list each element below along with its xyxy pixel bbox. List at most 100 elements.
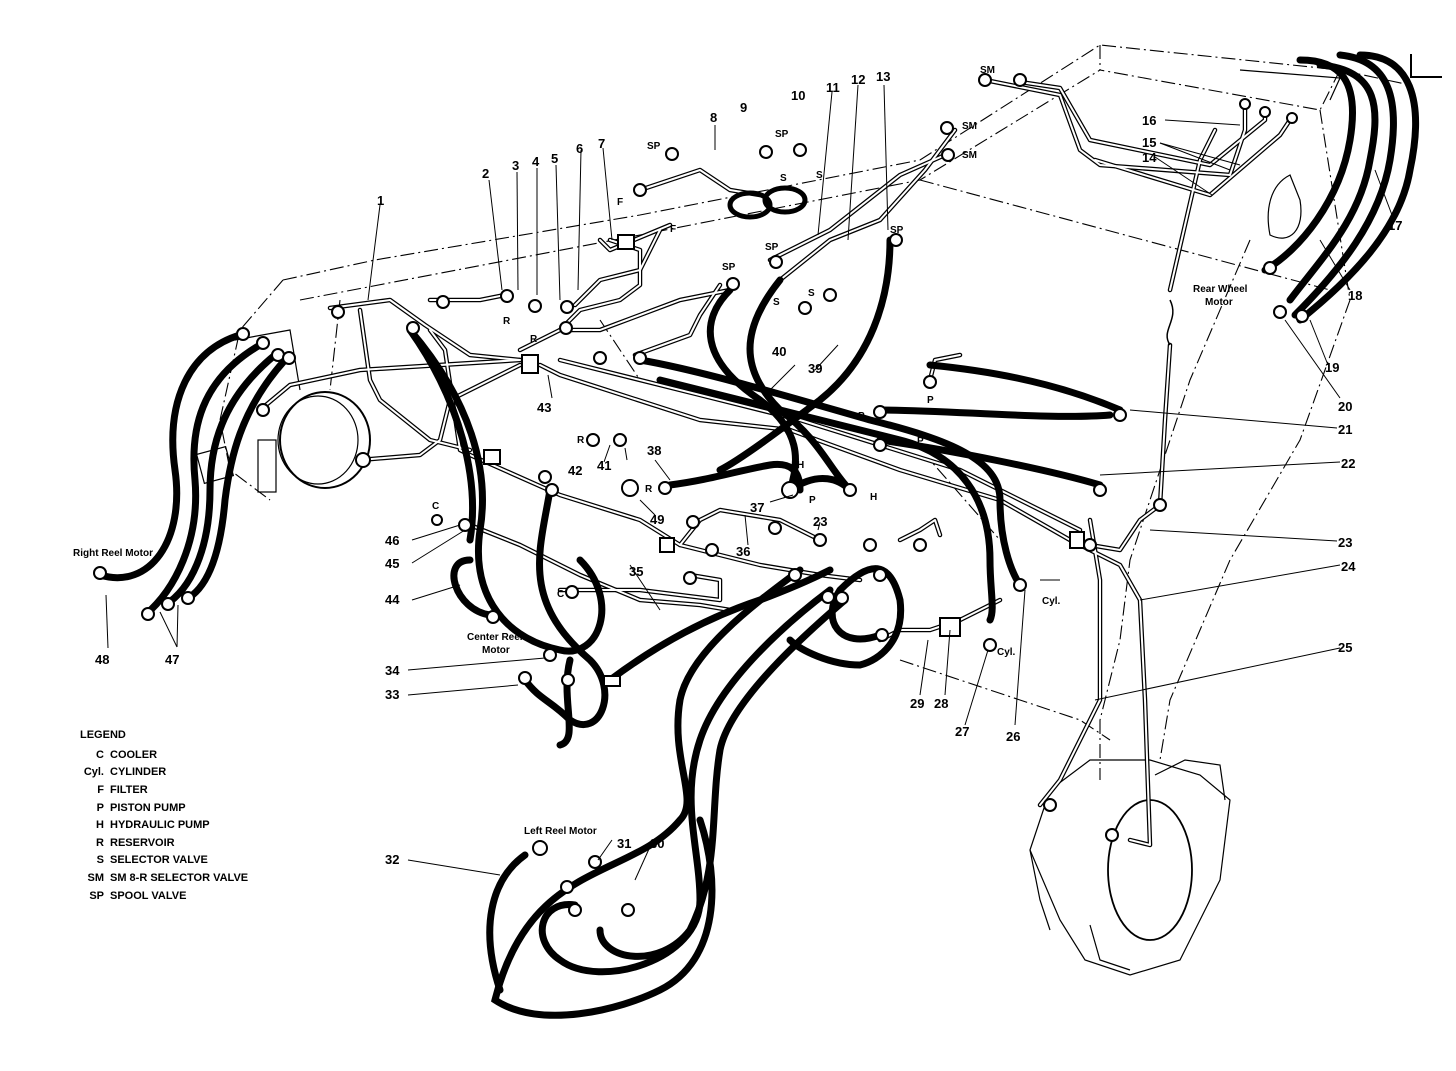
code-f-2: F xyxy=(670,224,676,235)
callout-19: 19 xyxy=(1325,360,1339,375)
legend-row: Cyl. CYLINDER xyxy=(80,764,248,782)
legend-desc: HYDRAULIC PUMP xyxy=(110,819,210,832)
callout-33: 33 xyxy=(385,687,399,702)
code-sm-2: SM xyxy=(962,150,977,161)
callout-40: 40 xyxy=(772,344,786,359)
legend-desc: SM 8-R SELECTOR VALVE xyxy=(110,871,249,884)
code-s-2: S xyxy=(816,170,823,181)
callout-14: 14 xyxy=(1142,150,1157,165)
code-r-1: R xyxy=(503,316,511,327)
rigid-tubes xyxy=(257,77,1293,848)
legend-abbr: C xyxy=(96,748,104,761)
code-sm-top: SM xyxy=(980,65,995,76)
flexible-hoses xyxy=(96,51,1419,1019)
legend-row: R RESERVOIR xyxy=(80,834,248,852)
legend-row: P PISTON PUMP xyxy=(80,799,248,817)
callout-47: 47 xyxy=(165,652,179,667)
callout-18: 18 xyxy=(1348,288,1362,303)
callout-13: 13 xyxy=(876,69,890,84)
legend-row: H HYDRAULIC PUMP xyxy=(80,816,248,834)
legend-desc: PISTON PUMP xyxy=(110,801,186,814)
callout-42: 42 xyxy=(568,463,582,478)
code-r-3: R xyxy=(577,435,585,446)
code-sp-9: SP xyxy=(775,129,789,140)
callout-31: 31 xyxy=(617,836,631,851)
callout-49: 49 xyxy=(650,512,664,527)
legend-desc: RESERVOIR xyxy=(110,836,175,849)
code-r-2: R xyxy=(530,334,538,345)
callout-39: 39 xyxy=(808,361,822,376)
code-s-4: S xyxy=(808,288,815,299)
label-center-reel-motor-line2: Motor xyxy=(482,645,510,656)
callout-43: 43 xyxy=(537,400,551,415)
component-codes: SM SM SM SP SP SP SP SP S S S S F F R R … xyxy=(432,65,1061,658)
legend-desc: SELECTOR VALVE xyxy=(110,854,208,867)
legend-desc: CYLINDER xyxy=(110,766,167,779)
legend-abbr: P xyxy=(96,801,104,814)
legend-row: SP SPOOL VALVE xyxy=(80,887,248,905)
callout-2: 2 xyxy=(482,166,489,181)
rear-wheel-motor-bracket xyxy=(1029,759,1231,976)
legend-title: LEGEND xyxy=(80,729,126,741)
callout-4: 4 xyxy=(532,154,540,169)
callout-11: 11 xyxy=(826,80,840,95)
callout-45: 45 xyxy=(385,556,399,571)
leader-lines xyxy=(105,84,1393,881)
code-sm-1: SM xyxy=(962,121,977,132)
code-p-3: P xyxy=(917,436,924,447)
code-cyl-2: Cyl. xyxy=(997,647,1016,658)
callout-3: 3 xyxy=(512,158,519,173)
label-rear-wheel-motor-line2: Motor xyxy=(1205,297,1233,308)
callout-28: 28 xyxy=(934,696,948,711)
code-c-2: C xyxy=(557,589,564,600)
callout-30: 30 xyxy=(650,836,664,851)
callout-12: 12 xyxy=(851,72,865,87)
callout-5: 5 xyxy=(551,151,558,166)
callout-15: 15 xyxy=(1142,135,1156,150)
code-h-2: H xyxy=(870,492,877,503)
callout-16: 16 xyxy=(1142,113,1156,128)
label-left-reel-motor: Left Reel Motor xyxy=(524,826,597,837)
legend-abbr: Cyl. xyxy=(83,766,104,779)
code-sp-13: SP xyxy=(890,225,904,236)
legend-abbr: SP xyxy=(89,889,104,902)
code-c-1: C xyxy=(432,501,439,512)
component-labels: Right Reel Motor Center Reel Motor Left … xyxy=(73,284,1248,837)
callout-10: 10 xyxy=(791,88,805,103)
code-sp-b: SP xyxy=(765,242,779,253)
callout-41: 41 xyxy=(597,458,611,473)
code-sp-left: SP xyxy=(647,141,661,152)
callout-29: 29 xyxy=(910,696,924,711)
callout-9: 9 xyxy=(740,100,747,115)
callout-17: 17 xyxy=(1388,218,1402,233)
code-cyl-1: Cyl. xyxy=(1042,596,1061,607)
code-r-4: R xyxy=(645,484,653,495)
label-rear-wheel-motor-line1: Rear Wheel xyxy=(1193,284,1248,295)
corner-registration-mark xyxy=(1410,54,1442,78)
callout-20: 20 xyxy=(1338,399,1352,414)
callout-22: 22 xyxy=(1341,456,1355,471)
label-center-reel-motor-line1: Center Reel xyxy=(467,632,523,643)
legend-desc: FILTER xyxy=(110,783,148,796)
legend-abbr: R xyxy=(96,836,104,849)
callout-35: 35 xyxy=(629,564,643,579)
callout-23b: 23 xyxy=(813,514,827,529)
callout-21: 21 xyxy=(1338,422,1352,437)
callout-23a: 23 xyxy=(1338,535,1352,550)
callout-8: 8 xyxy=(710,110,717,125)
legend-desc: SPOOL VALVE xyxy=(110,889,187,902)
legend-abbr: SM xyxy=(87,871,105,884)
code-f-1: F xyxy=(617,197,623,208)
legend-abbr: H xyxy=(96,819,104,832)
code-p-2: P xyxy=(858,411,865,422)
callout-46: 46 xyxy=(385,533,399,548)
part-number-callouts: 1 2 3 4 5 6 7 8 9 10 11 12 13 14 15 16 1… xyxy=(95,69,1402,867)
legend-row: SM SM 8-R SELECTOR VALVE xyxy=(80,869,249,887)
callout-48: 48 xyxy=(95,652,109,667)
callout-25: 25 xyxy=(1338,640,1352,655)
hose-fittings xyxy=(93,73,1309,917)
